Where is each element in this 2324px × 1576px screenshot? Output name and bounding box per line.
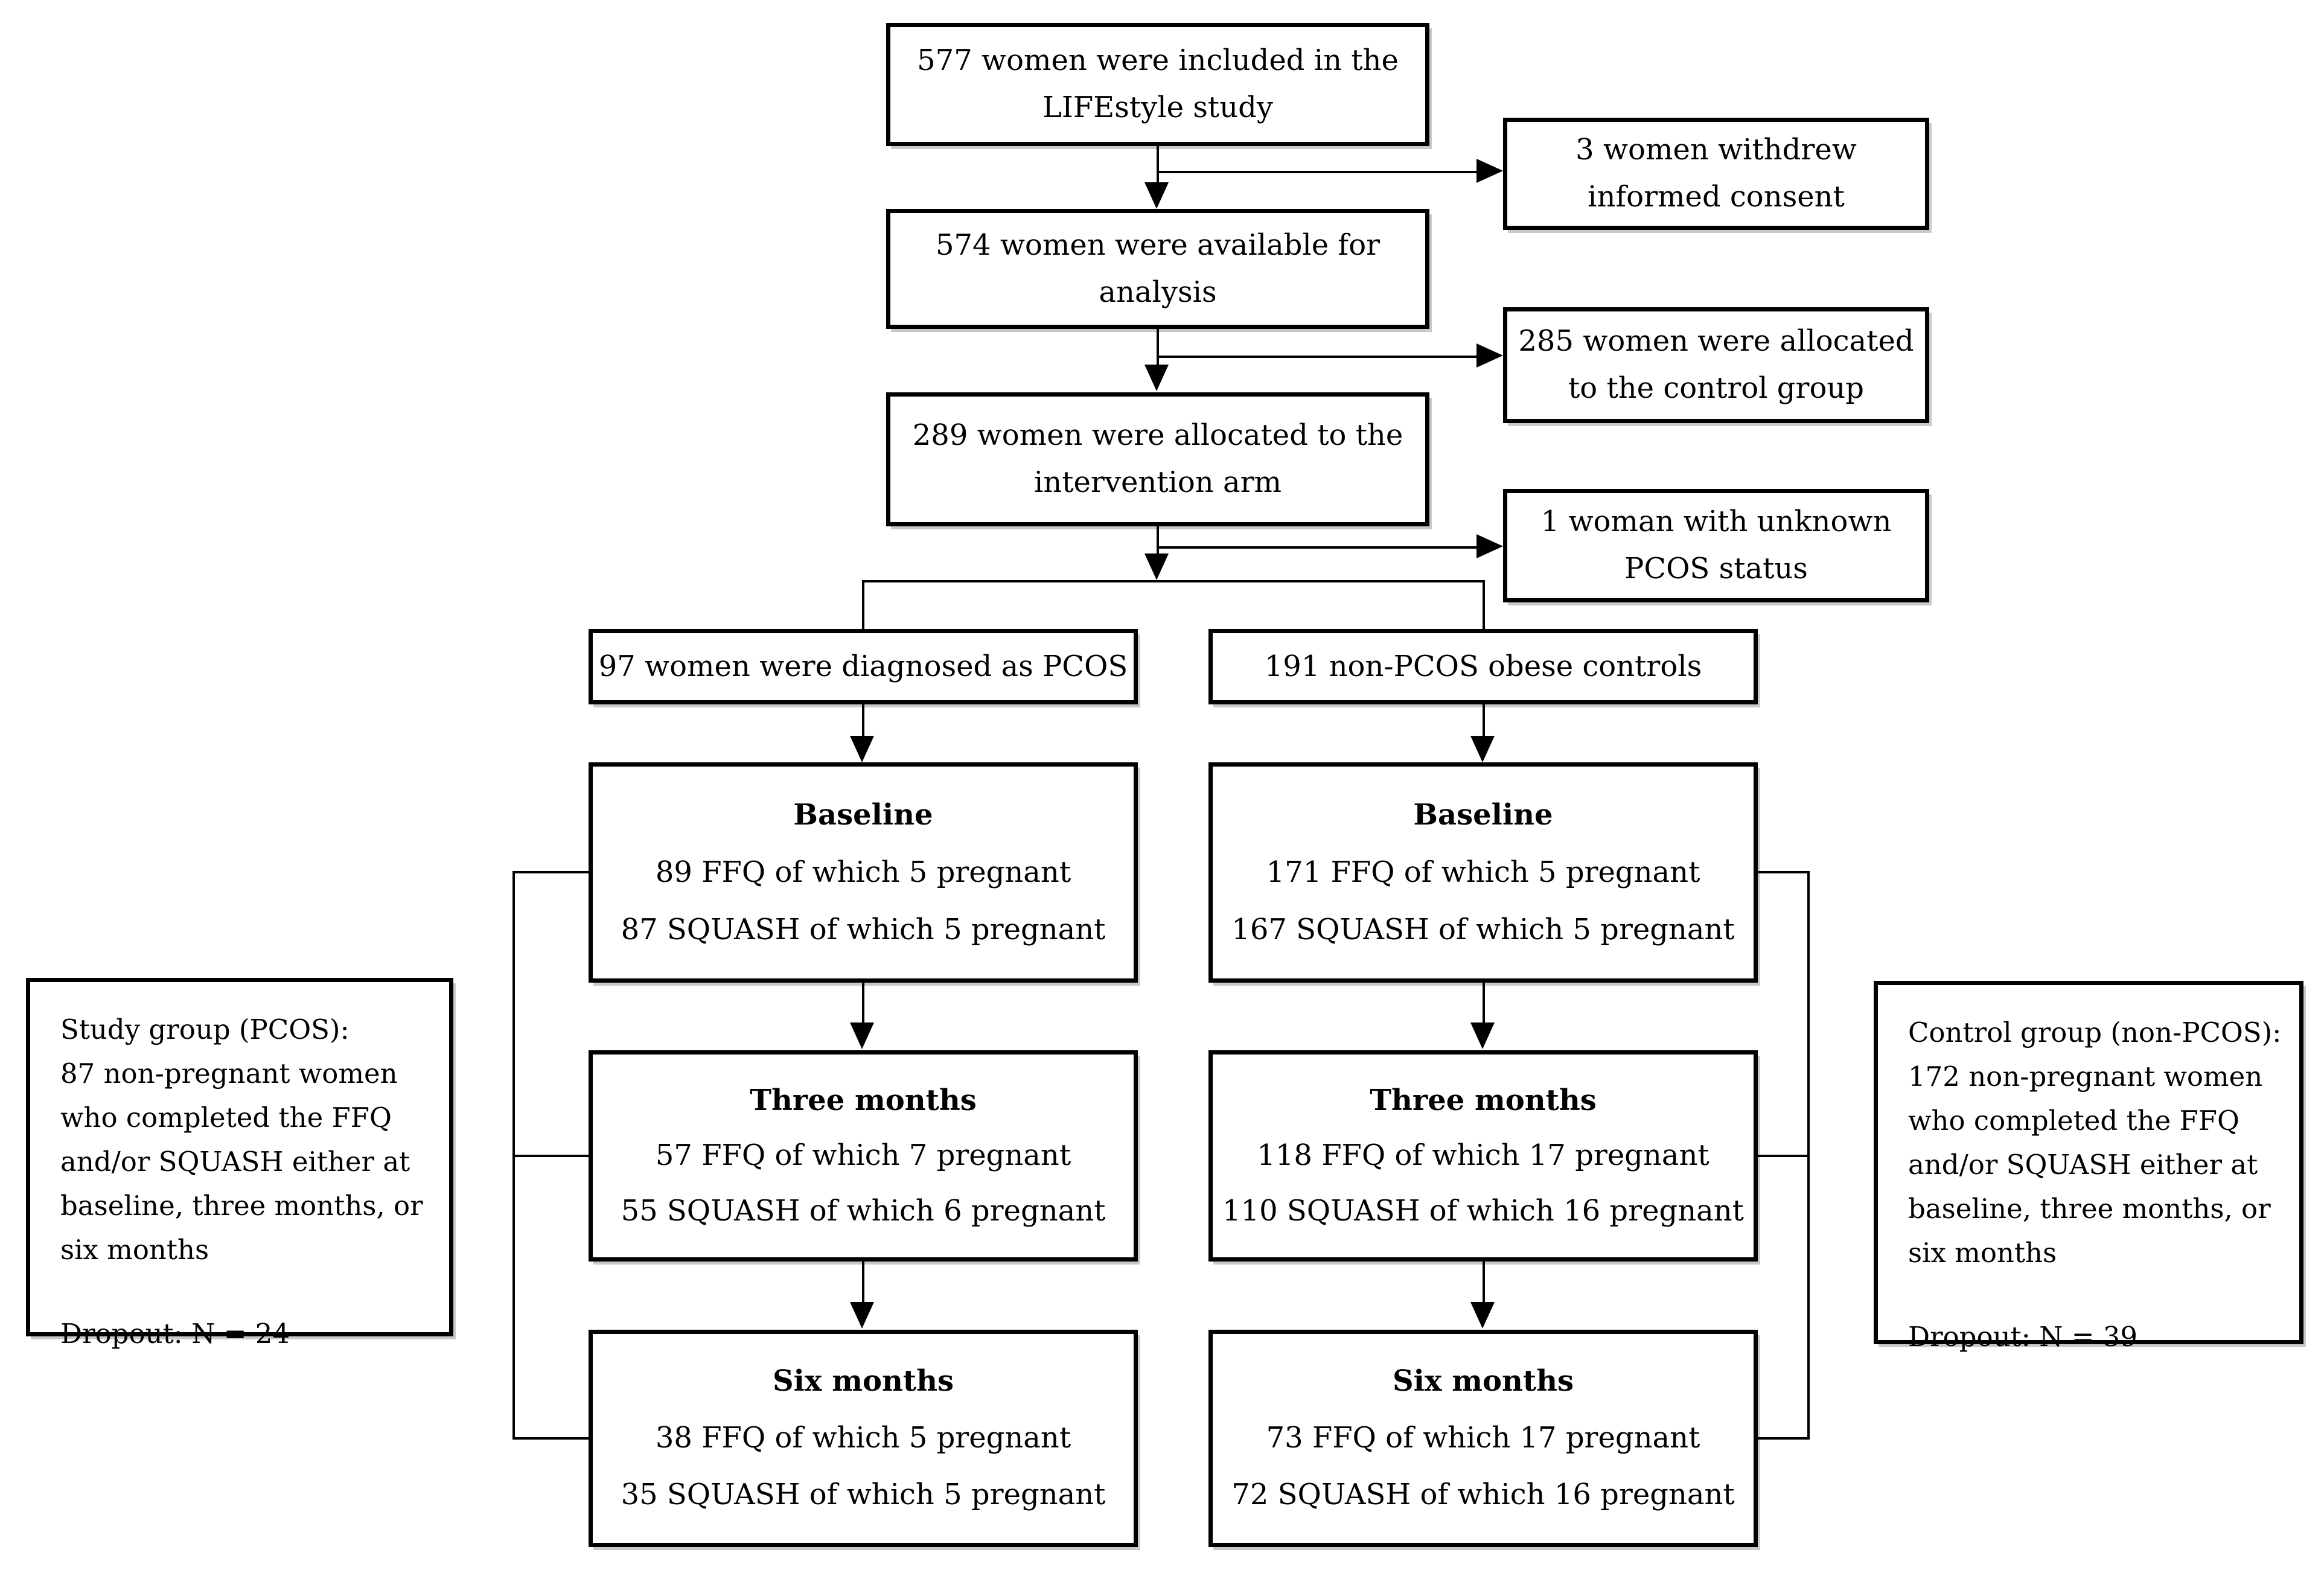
arrowhead-down-pcos-six <box>850 1302 874 1329</box>
non-pcos-baseline-squash: 167 SQUASH of which 5 pregnant <box>1231 912 1735 946</box>
branch-line-control-allocated <box>1157 356 1478 358</box>
pcos-six-months-title: Six months <box>772 1364 954 1399</box>
connector-pcos-baseline-three <box>862 983 864 1024</box>
intervention-box: 289 women were allocated to the interven… <box>886 392 1429 526</box>
split-drop-non-pcos <box>1483 580 1485 629</box>
study-group-dropout: Dropout: N = 24 <box>60 1318 290 1350</box>
arrowhead-right-withdrew <box>1476 159 1503 183</box>
control-group-line: 172 non-pregnant women <box>1908 1061 2263 1093</box>
arrowhead-down-split <box>1144 554 1169 580</box>
arrowhead-down-pcos-baseline <box>850 736 874 762</box>
branch-line-unknown-pcos <box>1157 546 1478 549</box>
branch-line-withdrew <box>1157 171 1478 173</box>
available-box: 574 women were available for analysis <box>886 209 1429 329</box>
arrowhead-down-available <box>1144 182 1169 209</box>
study-group-line: six months <box>60 1234 209 1266</box>
intervention-line-2: intervention arm <box>1033 465 1282 499</box>
pcos-baseline-ffq: 89 FFQ of which 5 pregnant <box>655 855 1071 889</box>
control-group-line: Control group (non-PCOS): <box>1908 1016 2282 1048</box>
control-group-dropout: Dropout: N = 39 <box>1908 1321 2138 1353</box>
connector-non-pcos-baseline <box>1483 704 1485 737</box>
pcos-bracket-stub-six <box>512 1437 589 1440</box>
arrowhead-down-non-pcos-baseline <box>1470 736 1495 762</box>
pcos-baseline-title: Baseline <box>793 797 933 832</box>
non-pcos-bracket-stub-baseline <box>1758 871 1810 873</box>
non-pcos-three-months-box: Three months 118 FFQ of which 17 pregnan… <box>1208 1050 1758 1262</box>
pcos-six-months-box: Six months 38 FFQ of which 5 pregnant 35… <box>589 1330 1138 1547</box>
non-pcos-arm-box: 191 non-PCOS obese controls <box>1208 629 1758 704</box>
available-line-2: analysis <box>1099 275 1217 309</box>
study-group-line: baseline, three months, or <box>60 1190 423 1222</box>
control-group-line: and/or SQUASH either at <box>1908 1149 2258 1181</box>
unknown-pcos-line-1: 1 woman with unknown <box>1540 505 1892 539</box>
study-group-line: who completed the FFQ <box>60 1102 392 1134</box>
connector-intervention-split <box>1157 526 1159 555</box>
included-line-1: 577 women were included in the <box>917 43 1399 78</box>
split-drop-pcos <box>862 580 864 629</box>
pcos-baseline-squash: 87 SQUASH of which 5 pregnant <box>621 912 1106 946</box>
unknown-pcos-box: 1 woman with unknown PCOS status <box>1503 489 1929 602</box>
pcos-three-months-ffq: 57 FFQ of which 7 pregnant <box>655 1138 1071 1173</box>
pcos-arm-label: 97 women were diagnosed as PCOS <box>598 649 1128 683</box>
pcos-three-months-box: Three months 57 FFQ of which 7 pregnant … <box>589 1050 1138 1262</box>
withdrew-line-2: informed consent <box>1588 180 1845 214</box>
intervention-line-1: 289 women were allocated to the <box>912 418 1403 453</box>
non-pcos-arm-label: 191 non-PCOS obese controls <box>1264 649 1702 683</box>
non-pcos-bracket-stub-three <box>1758 1155 1810 1157</box>
study-group-line: Study group (PCOS): <box>60 1013 350 1045</box>
non-pcos-six-months-squash: 72 SQUASH of which 16 pregnant <box>1231 1478 1735 1512</box>
arrowhead-down-non-pcos-six <box>1470 1302 1495 1329</box>
pcos-bracket-stub-three <box>512 1155 589 1157</box>
non-pcos-six-months-title: Six months <box>1392 1364 1574 1399</box>
non-pcos-bracket-stub-six <box>1758 1437 1810 1440</box>
pcos-three-months-title: Three months <box>750 1083 977 1117</box>
study-group-line: 87 non-pregnant women <box>60 1058 398 1089</box>
non-pcos-baseline-ffq: 171 FFQ of which 5 pregnant <box>1266 855 1700 889</box>
control-group-summary-box: Control group (non-PCOS): 172 non-pregna… <box>1874 981 2303 1353</box>
non-pcos-six-months-box: Six months 73 FFQ of which 17 pregnant 7… <box>1208 1330 1758 1547</box>
available-line-1: 574 women were available for <box>935 228 1381 262</box>
included-line-2: LIFEstyle study <box>1042 91 1273 124</box>
connector-pcos-baseline <box>862 704 864 737</box>
control-group-line: baseline, three months, or <box>1908 1193 2271 1225</box>
control-allocated-box: 285 women were allocated to the control … <box>1503 307 1929 423</box>
non-pcos-three-months-title: Three months <box>1370 1083 1597 1117</box>
arrowhead-down-pcos-three <box>850 1022 874 1049</box>
control-group-line: six months <box>1908 1237 2057 1269</box>
study-group-summary-box: Study group (PCOS): 87 non-pregnant wome… <box>26 978 453 1350</box>
control-group-line: who completed the FFQ <box>1908 1105 2239 1137</box>
control-allocated-line-2: to the control group <box>1568 371 1864 405</box>
unknown-pcos-line-2: PCOS status <box>1624 552 1808 585</box>
withdrew-line-1: 3 women withdrew <box>1575 133 1857 167</box>
non-pcos-baseline-box: Baseline 171 FFQ of which 5 pregnant 167… <box>1208 762 1758 983</box>
pcos-six-months-squash: 35 SQUASH of which 5 pregnant <box>621 1478 1106 1512</box>
pcos-three-months-squash: 55 SQUASH of which 6 pregnant <box>621 1193 1106 1228</box>
connector-available-intervention <box>1157 329 1159 366</box>
arrowhead-down-intervention <box>1144 365 1169 391</box>
pcos-baseline-box: Baseline 89 FFQ of which 5 pregnant 87 S… <box>589 762 1138 983</box>
connector-non-pcos-baseline-three <box>1483 983 1485 1024</box>
study-group-line: and/or SQUASH either at <box>60 1146 410 1178</box>
non-pcos-baseline-title: Baseline <box>1413 797 1553 832</box>
control-allocated-line-1: 285 women were allocated <box>1518 324 1914 359</box>
split-line <box>862 580 1485 582</box>
non-pcos-three-months-squash: 110 SQUASH of which 16 pregnant <box>1222 1193 1744 1228</box>
arrowhead-down-non-pcos-three <box>1470 1022 1495 1049</box>
pcos-arm-box: 97 women were diagnosed as PCOS <box>589 629 1138 704</box>
connector-pcos-three-six <box>862 1262 864 1304</box>
arrowhead-right-unknown-pcos <box>1476 534 1503 558</box>
connector-included-available <box>1157 146 1159 183</box>
included-box: 577 women were included in the LIFEstyle… <box>886 23 1429 146</box>
pcos-bracket-stub-baseline <box>512 871 589 873</box>
non-pcos-six-months-ffq: 73 FFQ of which 17 pregnant <box>1266 1421 1700 1455</box>
non-pcos-three-months-ffq: 118 FFQ of which 17 pregnant <box>1257 1138 1709 1173</box>
withdrew-box: 3 women withdrew informed consent <box>1503 118 1929 230</box>
pcos-six-months-ffq: 38 FFQ of which 5 pregnant <box>655 1421 1071 1455</box>
arrowhead-right-control-allocated <box>1476 343 1503 368</box>
connector-non-pcos-three-six <box>1483 1262 1485 1304</box>
